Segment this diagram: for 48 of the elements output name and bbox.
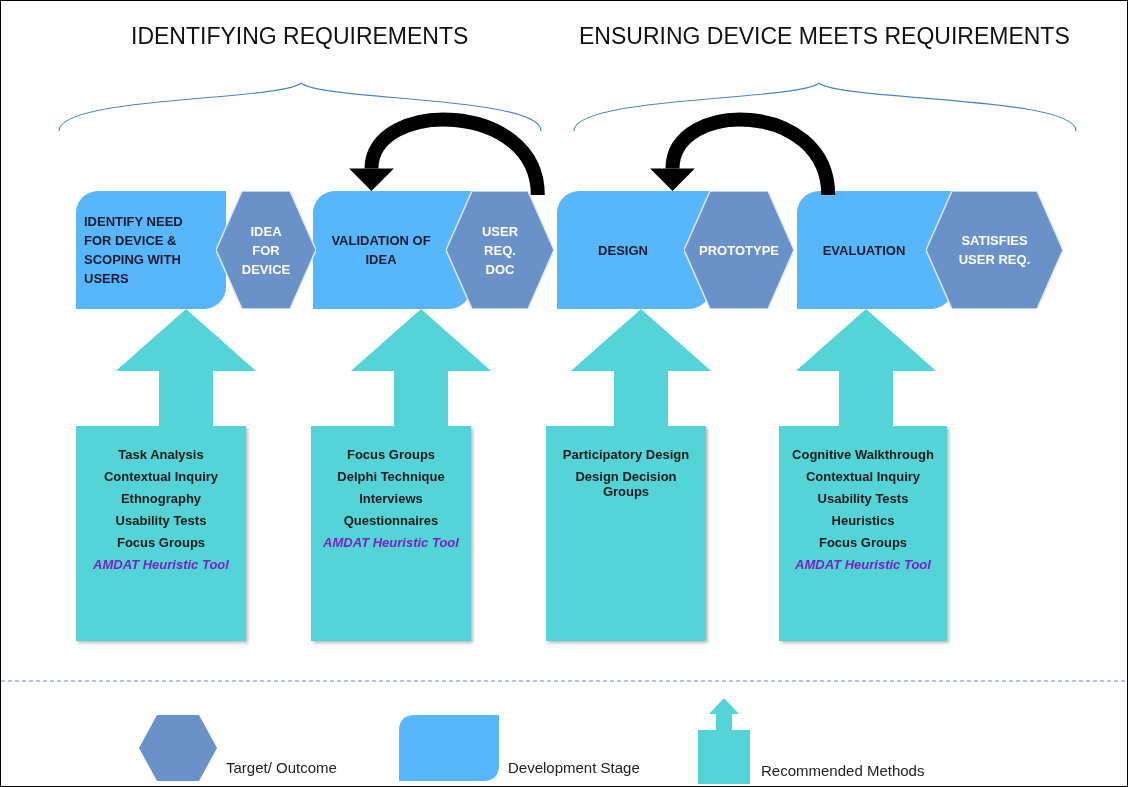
method-item: Focus Groups xyxy=(346,447,436,462)
method-item: Task Analysis xyxy=(118,447,204,462)
method-item: Delphi Technique xyxy=(337,469,445,484)
method-item: Cognitive Walkthrough xyxy=(792,447,934,462)
stage-label: DESIGN xyxy=(597,241,649,260)
method-item: Interviews xyxy=(359,491,423,506)
method-item: AMDAT Heuristic Tool xyxy=(795,557,931,572)
section-heading: IDENTIFYING REQUIREMENTS xyxy=(131,23,469,50)
method-item: Focus Groups xyxy=(818,535,908,550)
method-item: Usability Tests xyxy=(817,491,909,506)
outcome-hexagon xyxy=(684,191,794,309)
method-item: Design Decision Groups xyxy=(574,469,678,499)
outcome-hexagon xyxy=(446,191,554,309)
section-heading: ENSURING DEVICE MEETS REQUIREMENTS xyxy=(579,23,1070,50)
arrow xyxy=(795,309,937,426)
development-stage-box xyxy=(313,191,471,309)
method-item: Focus Groups xyxy=(116,535,206,550)
stage-label: VALIDATION OF IDEA xyxy=(330,232,432,269)
outcome-label: USER REQ. DOC xyxy=(480,222,520,279)
outcome-label: PROTOTYPE xyxy=(698,241,780,260)
arrow xyxy=(349,112,545,197)
method-item: Ethnography xyxy=(120,491,202,506)
stage-label: IDENTIFY NEED FOR DEVICE & SCOPING WITH USERS xyxy=(83,213,184,288)
outcome-label: IDEA FOR DEVICE xyxy=(240,222,292,279)
outcome-label: SATISFIES USER REQ. xyxy=(957,232,1032,269)
arrow xyxy=(115,309,257,426)
method-item: AMDAT Heuristic Tool xyxy=(93,557,229,572)
method-item: Contextual Inquiry xyxy=(805,469,921,484)
development-stage-box xyxy=(797,191,953,309)
stage-label: EVALUATION xyxy=(821,241,907,260)
methods-card xyxy=(311,426,471,641)
methods-card xyxy=(779,426,947,641)
arrow xyxy=(570,309,712,426)
methods-card xyxy=(546,426,706,641)
arrow xyxy=(350,309,492,426)
method-item: Usability Tests xyxy=(115,513,207,528)
method-item: Heuristics xyxy=(831,513,895,528)
legend-label: Target/ Outcome xyxy=(226,759,337,776)
method-item: Participatory Design xyxy=(562,447,690,462)
legend-label: Recommended Methods xyxy=(761,762,925,779)
development-stage-box xyxy=(76,191,226,309)
legend-label: Development Stage xyxy=(508,759,640,776)
outcome-hexagon xyxy=(926,191,1063,309)
methods-card xyxy=(76,426,246,641)
outcome-hexagon xyxy=(216,191,316,309)
method-item: AMDAT Heuristic Tool xyxy=(323,535,459,550)
method-item: Questionnaires xyxy=(343,513,439,528)
method-item: Contextual Inquiry xyxy=(103,469,219,484)
